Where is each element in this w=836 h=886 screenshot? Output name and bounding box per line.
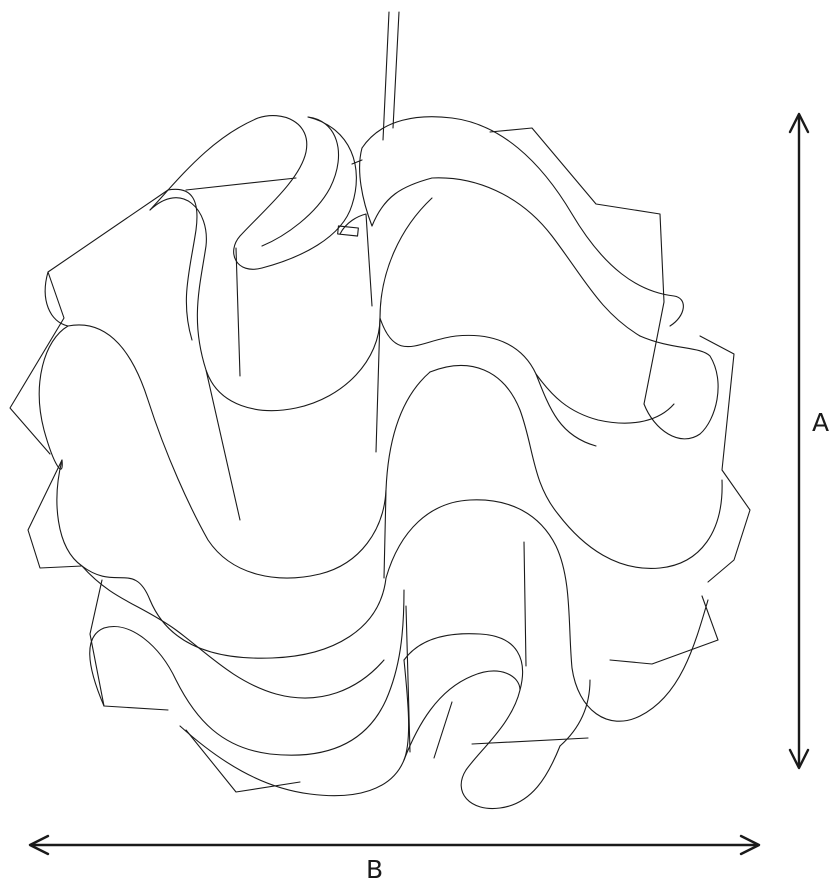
suspension-cord	[382, 11, 400, 141]
lamp-ribbons	[38, 115, 723, 810]
dimension-a-arrow	[788, 112, 810, 770]
lamp-outer-panels	[9, 127, 751, 793]
dimension-b-label: B	[366, 855, 384, 884]
dimension-a-label: A	[812, 408, 830, 437]
dimension-b-arrow	[28, 834, 761, 856]
